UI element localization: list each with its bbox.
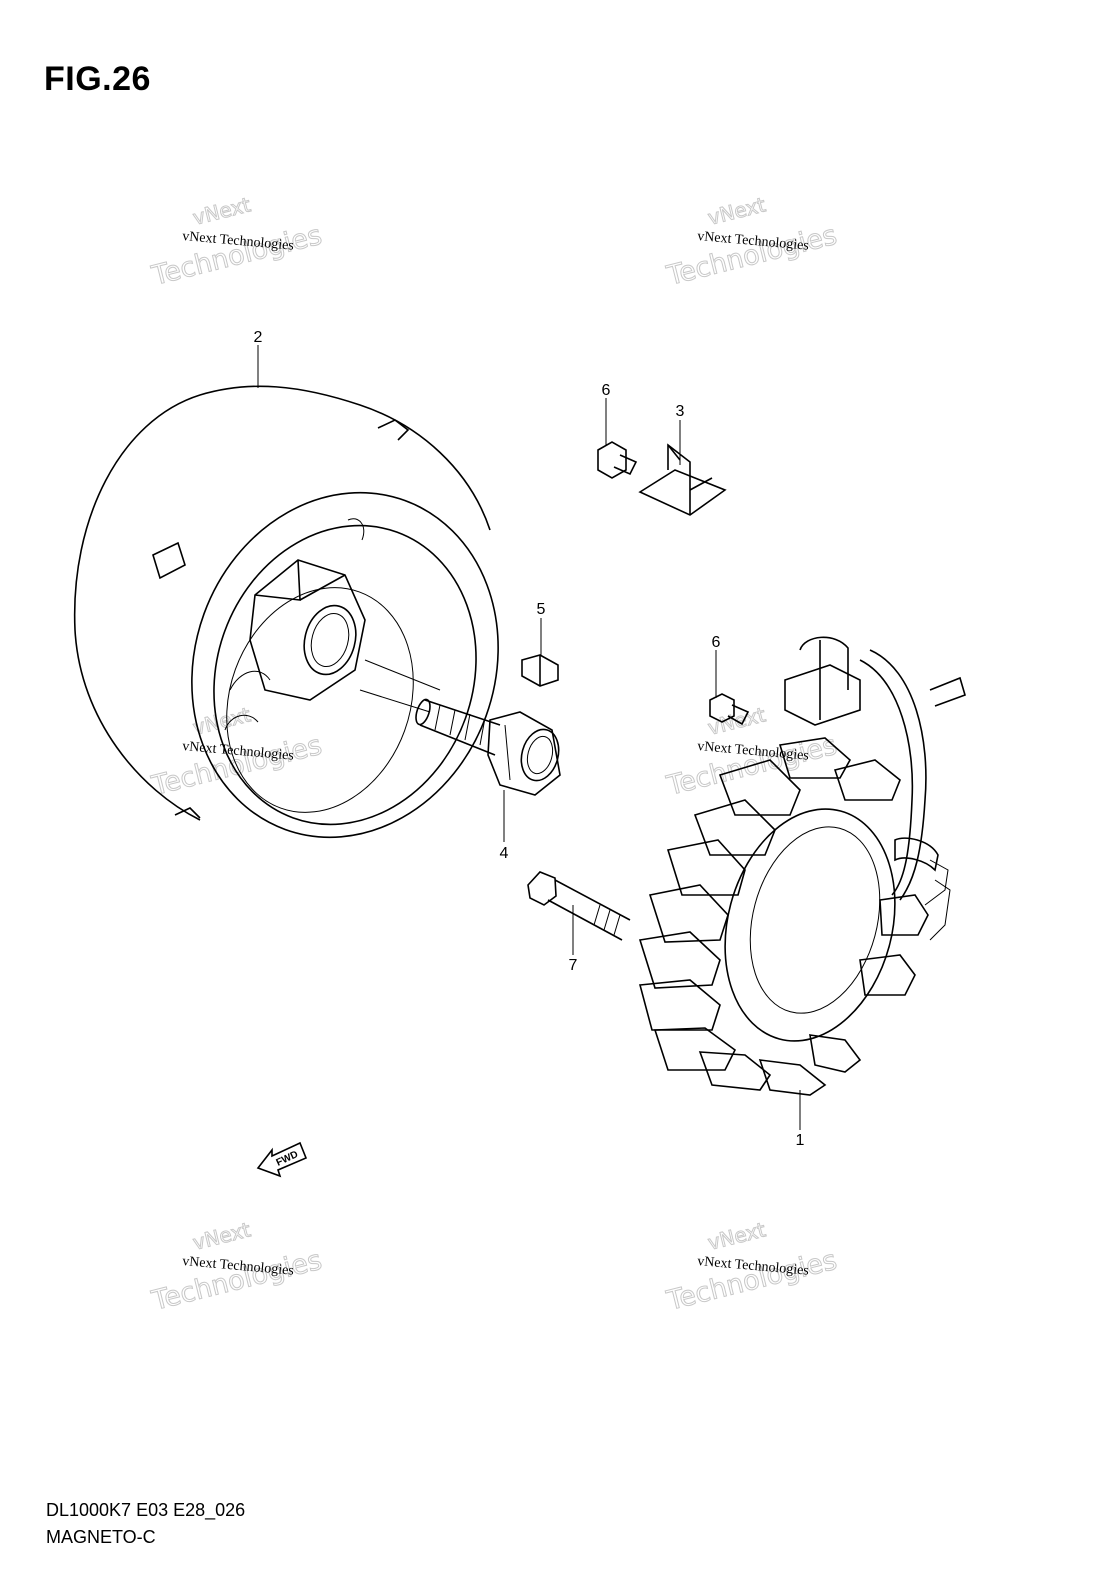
callout-1: 1 [796, 1132, 805, 1149]
svg-text:Technologies: Technologies [663, 1245, 840, 1317]
bracket-part-3 [638, 443, 727, 516]
watermark-top-left: vNext Technologies vNext Technologies [148, 192, 326, 293]
rotor-part-2 [73, 385, 499, 839]
callout-7: 7 [569, 957, 578, 974]
callout-4: 4 [500, 845, 509, 862]
leader-lines [257, 345, 801, 1130]
watermark-bottom-left: vNext Technologies vNext Technologies [148, 1217, 326, 1318]
svg-text:Technologies: Technologies [663, 220, 840, 292]
watermark-top-right: vNext Technologies vNext Technologies [663, 192, 841, 293]
section-name: MAGNETO-C [46, 1527, 156, 1547]
model-code: DL1000K7 E03 E28_026 [46, 1500, 246, 1520]
svg-text:Technologies: Technologies [148, 220, 325, 292]
svg-text:vNext: vNext [705, 192, 768, 229]
watermark-bottom-right: vNext Technologies vNext Technologies [663, 1217, 841, 1318]
stator-bolt-part-7 [527, 871, 631, 941]
svg-text:Technologies: Technologies [148, 1245, 325, 1317]
rotor-bolt-part-4 [415, 698, 561, 796]
svg-text:vNext: vNext [190, 192, 253, 229]
callout-6-clamp: 6 [712, 634, 721, 651]
callout-2: 2 [254, 329, 263, 346]
bolt-part-6-top [597, 441, 638, 479]
bolt-part-6-clamp [709, 693, 750, 726]
fwd-direction-arrow: FWD [256, 1141, 308, 1178]
svg-text:vNext: vNext [705, 1217, 768, 1254]
watermark-mid-right: vNext Technologies vNext Technologies [663, 702, 841, 803]
figure-title: FIG.26 [44, 60, 151, 98]
svg-text:vNext: vNext [190, 1217, 253, 1254]
callout-5: 5 [537, 601, 546, 618]
callout-3: 3 [676, 403, 685, 420]
stator-part-1 [638, 636, 966, 1096]
key-part-5 [521, 654, 559, 687]
callout-6-top: 6 [602, 382, 611, 399]
